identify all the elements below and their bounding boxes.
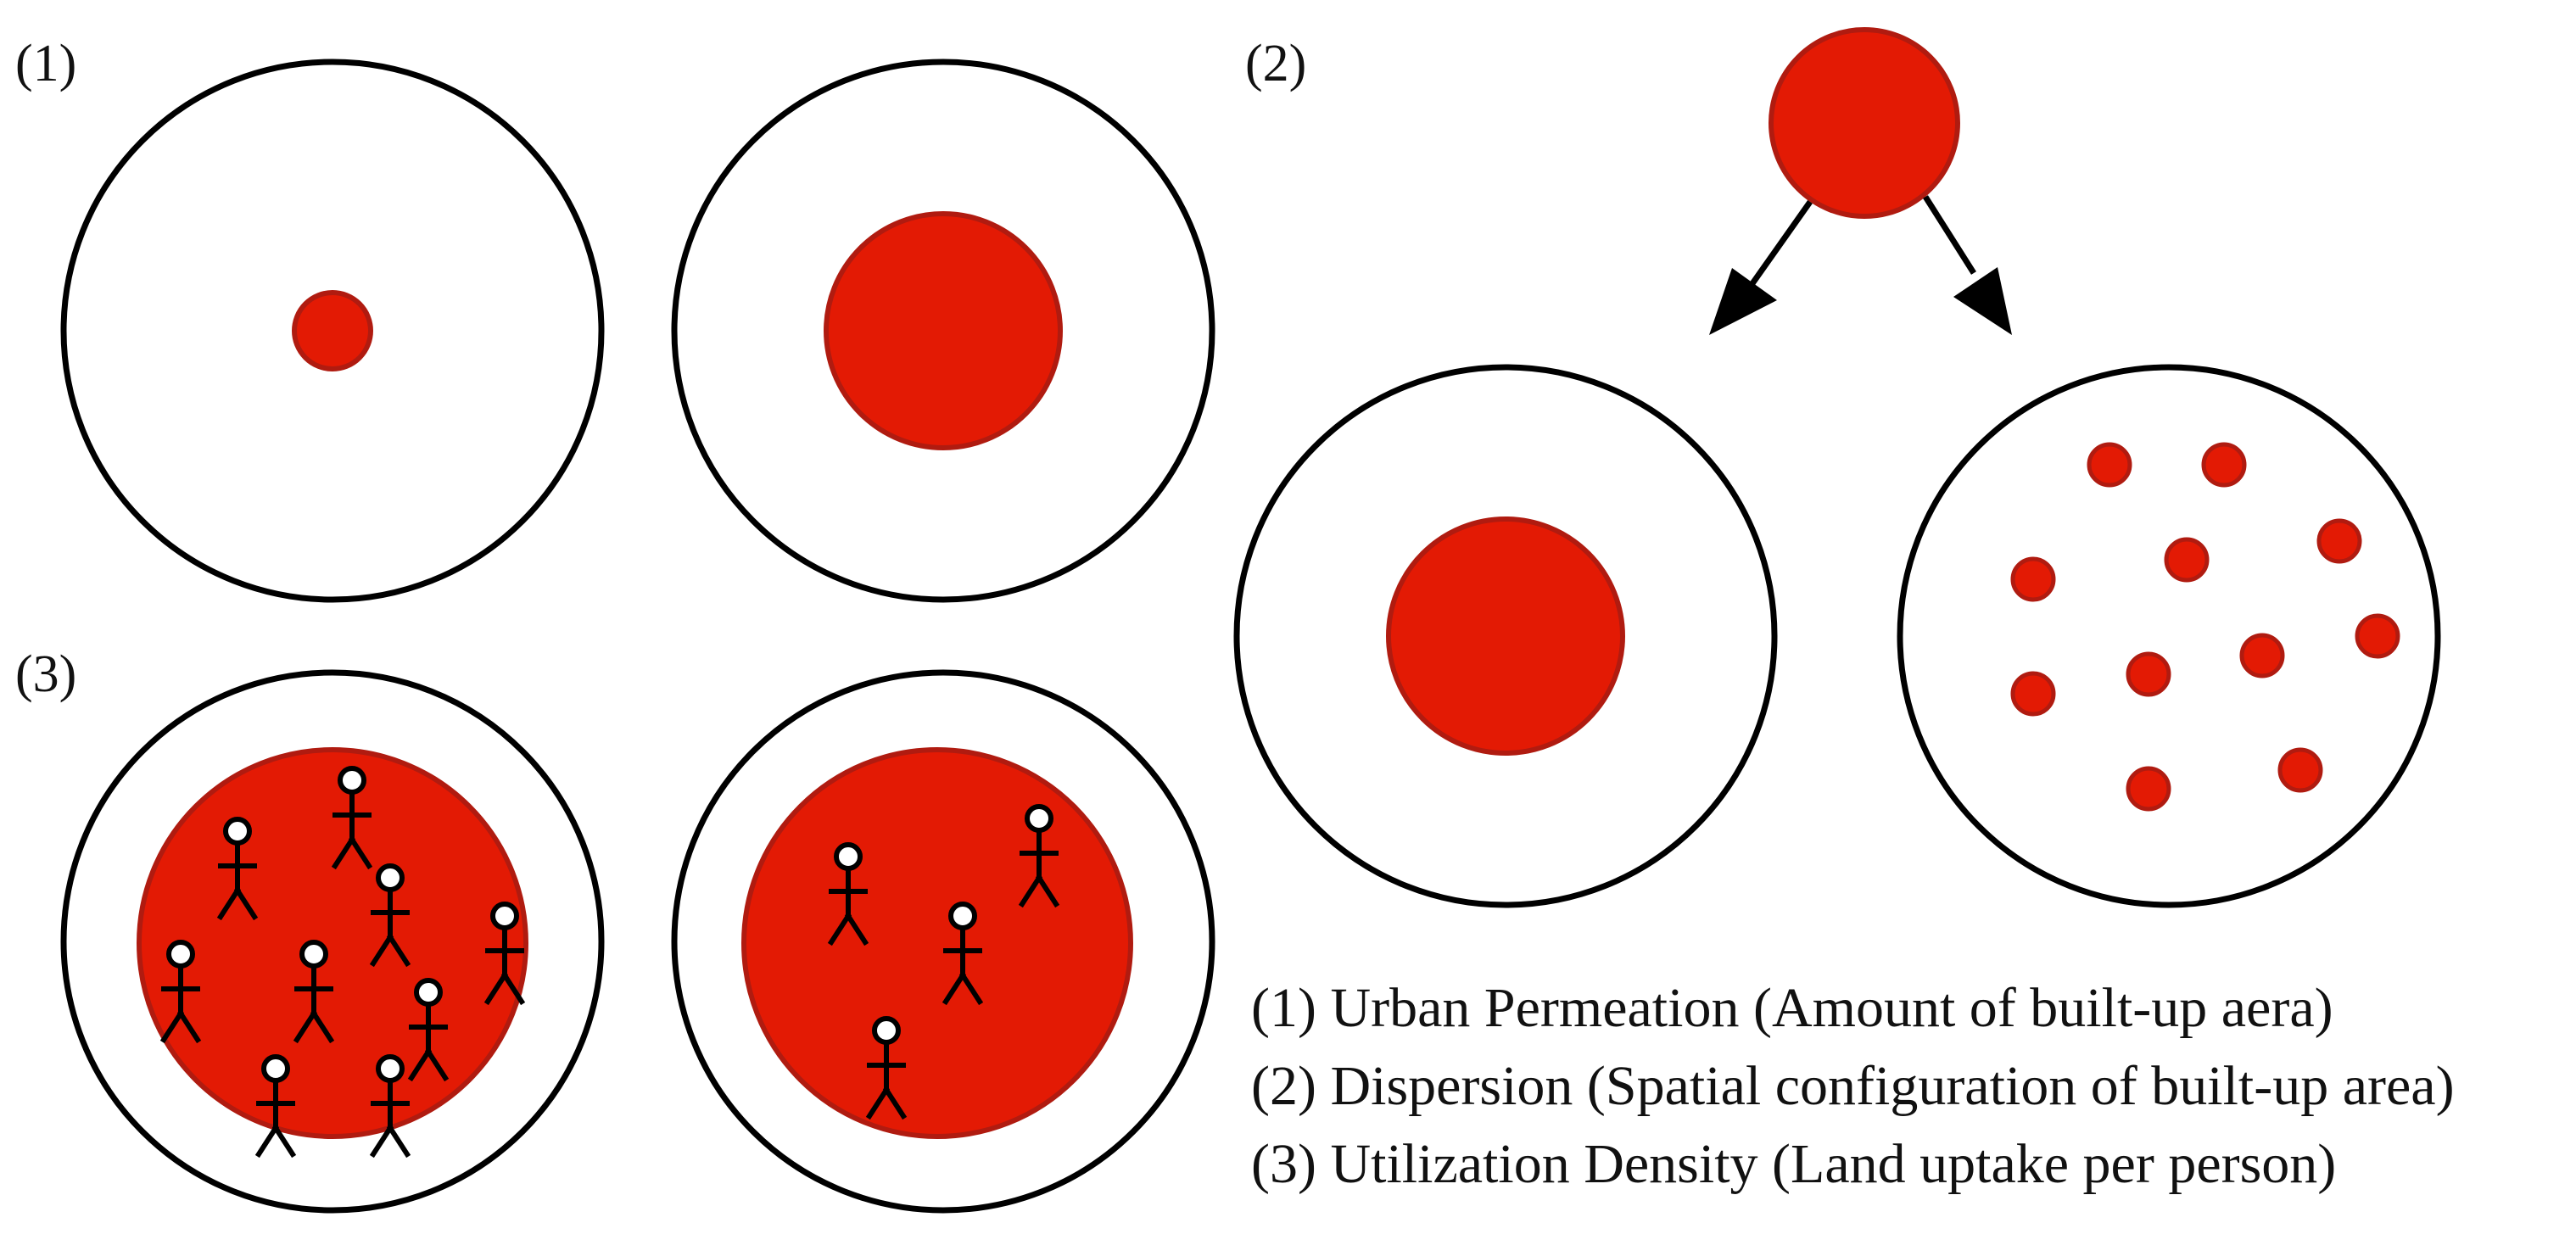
legend: (1) Urban Permeation (Amount of built-up… [1251,977,2455,1195]
compact-builtup-area [1386,516,1625,756]
builtup-area-small [292,290,373,371]
panel-label-2: (2) [1245,35,1306,92]
dispersed-patch [2316,518,2362,564]
panel-label-1: (1) [15,35,76,92]
legend-item-permeation: (1) Urban Permeation (Amount of built-up… [1251,977,2333,1039]
dispersed-patch [2010,671,2056,717]
dispersed-patch [2355,613,2400,659]
legend-item-utilization: (3) Utilization Density (Land uptake per… [1251,1133,2336,1195]
utilization-panel [60,669,1215,1214]
dispersed-patch [2201,442,2247,488]
panel-label-3: (3) [15,645,76,703]
builtup-area [741,747,1133,1139]
dispersed-configuration [1897,364,2441,908]
compact-configuration [1233,364,1778,908]
dispersed-patch [2164,537,2210,583]
arrow-icon-right [1923,195,2012,335]
permeation-region-high [671,59,1215,603]
source-builtup-area [1769,27,1960,219]
builtup-area [137,747,528,1139]
dispersed-patch [2126,651,2171,697]
dispersed-patch [2126,766,2171,812]
sparse-utilization [671,669,1215,1214]
dispersed-patch [2087,442,2132,488]
permeation-panel [60,59,1215,603]
arrow-icon-left [1709,199,1813,335]
dispersion-panel [1233,27,2441,908]
dispersed-patch [2239,633,2285,678]
builtup-area-large [824,211,1063,450]
permeation-region-low [60,59,605,603]
legend-item-dispersion: (2) Dispersion (Spatial configuration of… [1251,1055,2455,1117]
dispersed-patch [2277,747,2323,793]
dense-utilization [60,669,605,1214]
dispersed-patch [2010,556,2056,602]
